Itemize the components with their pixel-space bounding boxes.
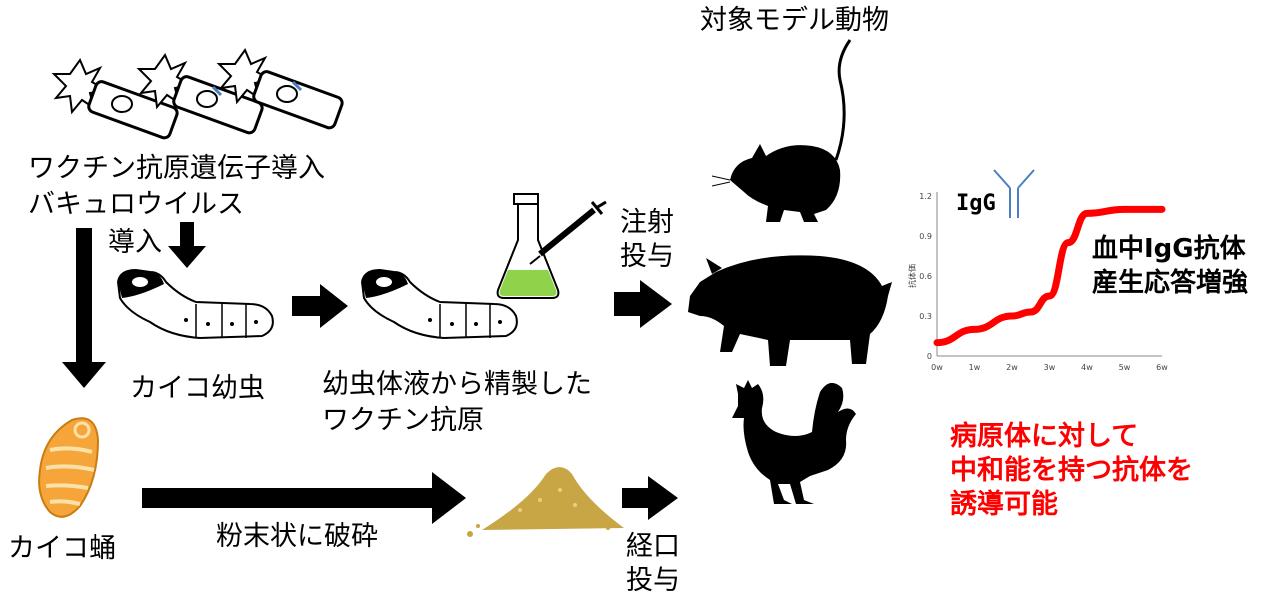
igg-response-label-line1: 血中IgG抗体 bbox=[1092, 234, 1246, 264]
rooster-silhouette bbox=[732, 380, 856, 504]
y-tick-label: 0.3 bbox=[919, 312, 932, 321]
x-tick-label: 6w bbox=[1156, 363, 1168, 372]
y-tick-label: 0.6 bbox=[919, 272, 932, 281]
introduce-label: 導入 bbox=[108, 227, 162, 258]
result-label-line1: 病原体に対して bbox=[950, 421, 1139, 452]
y-tick-label: 0.9 bbox=[919, 232, 932, 241]
y-axis-label: 抗体価 bbox=[907, 264, 917, 288]
baculovirus-label-line1: ワクチン抗原遺伝子導入 bbox=[28, 153, 325, 184]
powder-label: 粉末状に破砕 bbox=[216, 521, 378, 552]
purified-antigen-label-line2: ワクチン抗原 bbox=[322, 405, 484, 436]
x-tick-label: 0w bbox=[931, 363, 943, 372]
virus-tubes-illustration bbox=[51, 47, 344, 140]
right-arrow-long bbox=[142, 472, 466, 524]
x-tick-label: 5w bbox=[1119, 363, 1131, 372]
series-line bbox=[933, 205, 1166, 347]
target-animals-label: 対象モデル動物 bbox=[700, 5, 889, 36]
silkworm-larva-1 bbox=[116, 268, 274, 340]
y-tick-label: 1.2 bbox=[919, 192, 932, 201]
pupa-label: カイコ蛹 bbox=[8, 533, 116, 564]
chart-title: IgG bbox=[956, 191, 996, 216]
oral-label-line1: 経口 bbox=[626, 531, 680, 562]
injection-label-line2: 投与 bbox=[620, 241, 674, 272]
result-label-line3: 誘導可能 bbox=[950, 489, 1058, 520]
antibody-icon bbox=[993, 169, 1035, 218]
down-arrow-short bbox=[168, 222, 206, 268]
down-arrow-long bbox=[62, 228, 106, 388]
larva-label: カイコ幼虫 bbox=[130, 373, 265, 404]
powder-pile-illustration bbox=[467, 467, 624, 537]
x-tick-label: 4w bbox=[1081, 363, 1093, 372]
oral-label-line2: 投与 bbox=[626, 565, 680, 596]
igg-response-label-line2: 産生応答増強 bbox=[1092, 268, 1249, 298]
right-arrow-1 bbox=[292, 284, 348, 328]
purified-antigen-label-line1: 幼虫体液から精製した bbox=[322, 369, 592, 400]
right-arrow-oral bbox=[622, 476, 678, 520]
result-label-line2: 中和能を持つ抗体を bbox=[950, 455, 1193, 486]
x-tick-label: 1w bbox=[969, 363, 981, 372]
x-tick-label: 3w bbox=[1044, 363, 1056, 372]
right-arrow-injection bbox=[614, 280, 672, 328]
injection-label-line1: 注射 bbox=[620, 207, 674, 238]
pig-silhouette bbox=[688, 255, 892, 366]
baculovirus-label-line2: バキュロウイルス bbox=[28, 189, 244, 220]
x-tick-label: 2w bbox=[1006, 363, 1018, 372]
silkworm-larva-2 bbox=[360, 268, 518, 340]
arrows bbox=[62, 222, 678, 524]
silkworm-pupa-illustration bbox=[38, 417, 100, 518]
y-tick-label: 0 bbox=[927, 352, 932, 361]
flask-syringe-illustration bbox=[496, 193, 607, 299]
mouse-silhouette bbox=[711, 39, 852, 222]
igg-chart: 0 0.3 0.6 0.9 1.2 0w 1w 2w 3w 4w 5w 6w 抗体価 IgG bbox=[907, 191, 1168, 372]
